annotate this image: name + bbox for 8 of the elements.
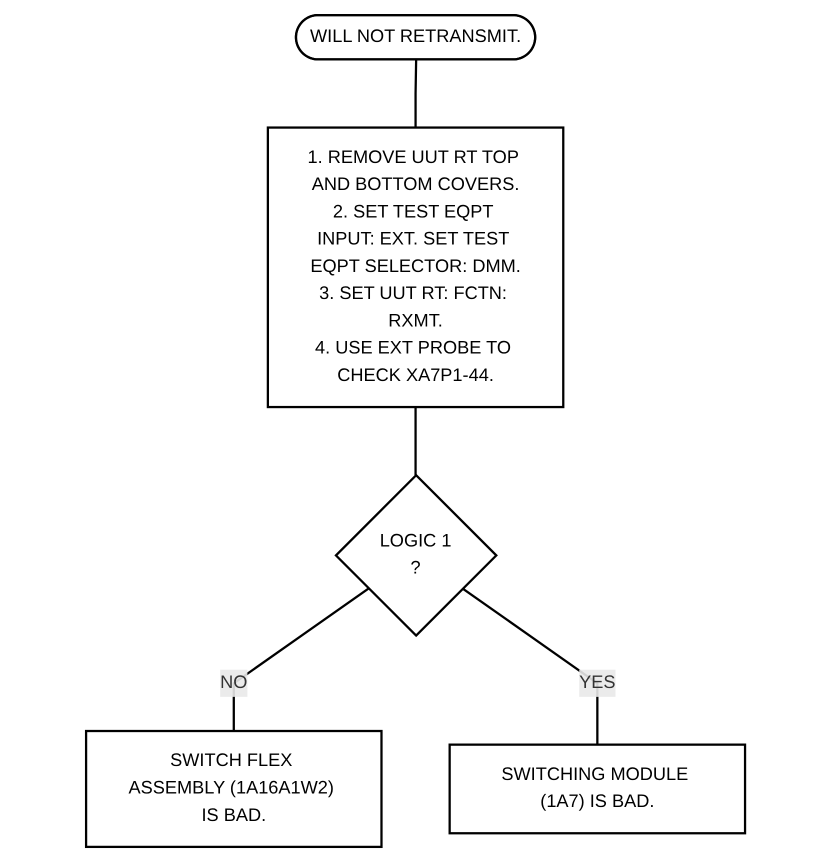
edge-label: YES — [580, 672, 616, 692]
node-diamond: LOGIC 1 ? — [334, 473, 498, 637]
connector — [414, 406, 418, 475]
edge-label: NO — [220, 672, 248, 692]
connector — [414, 59, 418, 128]
node-box: SWITCHING MODULE (1A7) IS BAD. — [448, 743, 747, 834]
node-box: SWITCH FLEX ASSEMBLY (1A16A1W2) IS BAD. — [85, 729, 384, 848]
node-box: 1. REMOVE UUT RT TOP AND BOTTOM COVERS. 2. SET TEST EQPT INPUT: EXT. SET TEST EQPT SELECTOR: DMM. 3. SET UUT RT: FCTN: RXMT. 4. USE EXT PROBE TO CHECK XA7P1-44. — [267, 126, 565, 408]
